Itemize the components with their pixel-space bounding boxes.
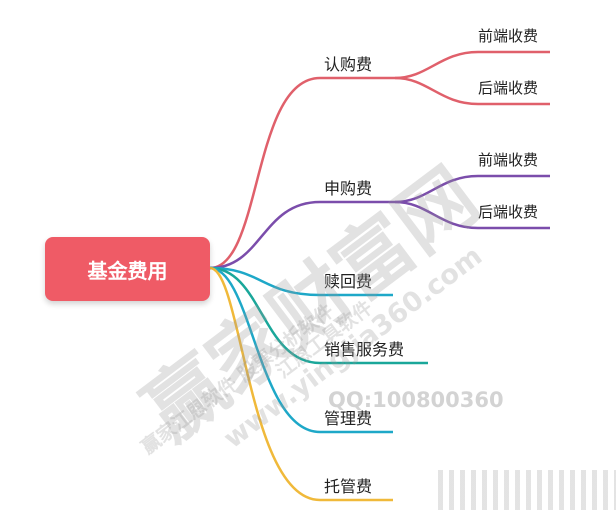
root-node[interactable]: 基金费用 <box>45 237 210 301</box>
branch-subscription-fee[interactable]: 认购费 <box>324 55 373 74</box>
leaf-purchase-back-end[interactable]: 后端收费 <box>478 203 539 221</box>
root-label: 基金费用 <box>87 258 168 283</box>
link-branch-management-fee <box>209 266 393 434</box>
branch-redemption-fee[interactable]: 赎回费 <box>324 272 373 291</box>
link-branch-redemption-fee <box>209 266 393 297</box>
branch-sales-service-fee[interactable]: 销售服务费 <box>324 340 405 359</box>
link-subscription-back-end <box>394 76 550 106</box>
leaf-purchase-front-end[interactable]: 前端收费 <box>478 151 539 169</box>
branch-management-fee[interactable]: 管理费 <box>324 409 373 428</box>
link-branch-subscription-fee <box>209 76 395 270</box>
link-purchase-back-end <box>394 200 550 230</box>
branch-purchase-fee[interactable]: 申购费 <box>324 179 373 198</box>
link-purchase-front-end <box>394 174 550 204</box>
leaf-subscription-front-end[interactable]: 前端收费 <box>478 27 539 45</box>
watermark-smudge <box>438 470 616 510</box>
link-branch-custody-fee <box>209 266 393 502</box>
link-subscription-front-end <box>394 50 550 80</box>
link-branch-purchase-fee <box>209 200 395 270</box>
leaf-subscription-back-end[interactable]: 后端收费 <box>478 79 539 97</box>
branch-custody-fee[interactable]: 托管费 <box>324 477 373 496</box>
watermark-qq: QQ:100800360 <box>328 388 504 412</box>
link-branch-sales-service-fee <box>209 266 428 365</box>
